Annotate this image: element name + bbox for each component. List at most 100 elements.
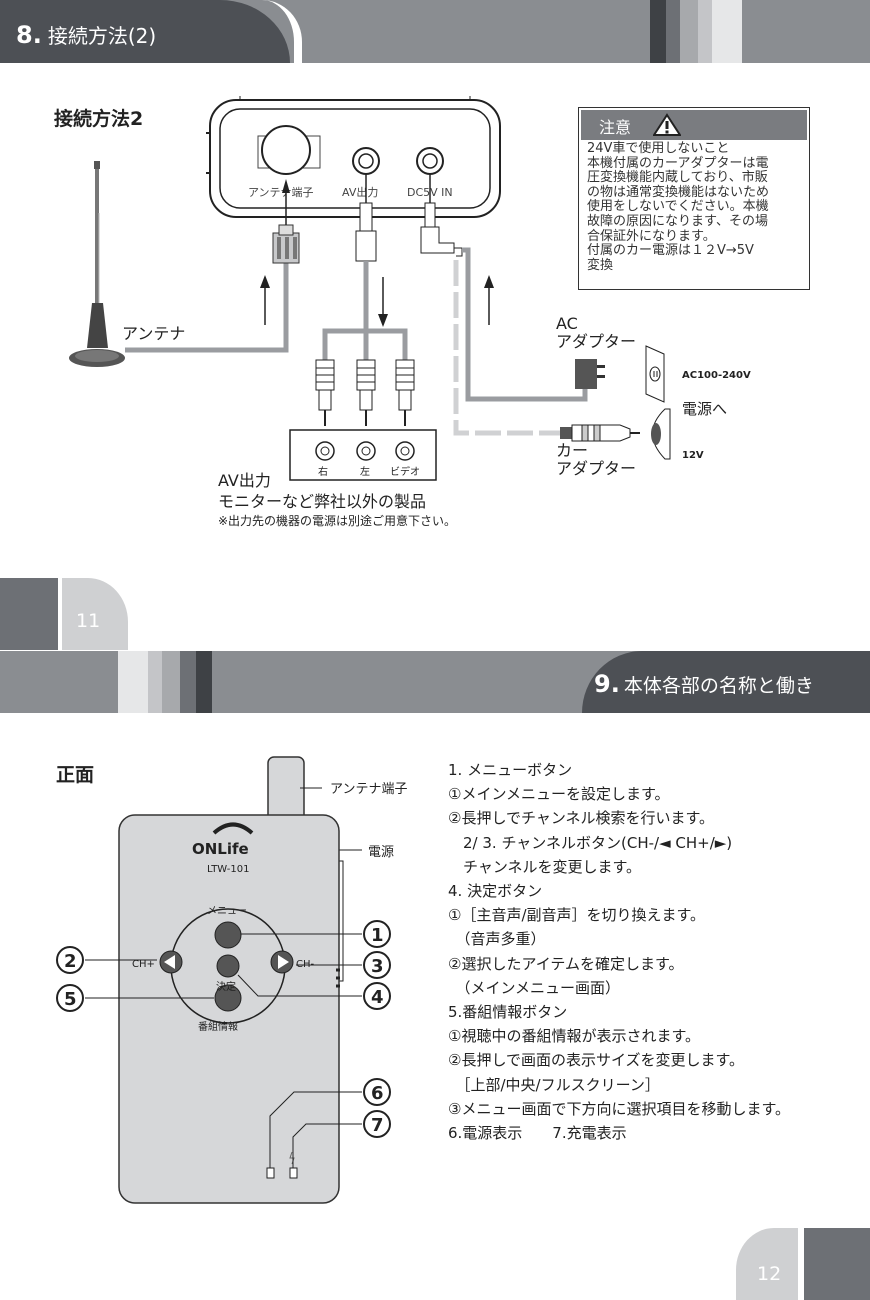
svg-text:7: 7 bbox=[371, 1115, 384, 1136]
svg-text:2: 2 bbox=[64, 951, 77, 972]
ch-minus-button[interactable] bbox=[270, 950, 294, 974]
ac-adapter-label-2: アダプター bbox=[556, 332, 636, 351]
header-stripe bbox=[162, 651, 180, 713]
monitor-note: ※出力先の機器の電源は別途ご用意下さい。 bbox=[218, 513, 456, 528]
menu-button[interactable] bbox=[214, 921, 242, 949]
charge-led bbox=[289, 1167, 298, 1179]
list-item: 4. 決定ボタン bbox=[448, 882, 543, 901]
callout-5: 5 bbox=[56, 984, 84, 1012]
callout-4: 4 bbox=[363, 982, 391, 1010]
car-adapter-icon bbox=[560, 424, 640, 442]
warning-icon bbox=[653, 113, 681, 136]
callout-7: 7 bbox=[363, 1110, 391, 1138]
car-voltage: 12V bbox=[682, 450, 704, 461]
list-item: ②長押しで画面の表示サイズを変更します。 bbox=[448, 1051, 745, 1070]
list-item: チャンネルを変更します。 bbox=[448, 857, 642, 876]
antenna-icon bbox=[69, 161, 125, 367]
ch-plus-button[interactable] bbox=[159, 950, 183, 974]
enter-button[interactable] bbox=[216, 954, 240, 978]
list-item: ③メニュー画面で下方向に選択項目を移動します。 bbox=[448, 1099, 790, 1118]
monitor-label: モニターなど弊社以外の製品 bbox=[218, 492, 426, 511]
page-number-right: 12 bbox=[757, 1263, 782, 1285]
car-socket-icon bbox=[651, 408, 671, 460]
section9-number: 9. bbox=[594, 670, 620, 698]
device-front-diagram: アンテナ端子 電源 ONLife LTW-101 メニュー 決定 番組情報 CH… bbox=[56, 756, 407, 1204]
list-item: 1. メニューボタン bbox=[448, 761, 573, 779]
section8-header-curve bbox=[262, 0, 302, 63]
header-stripe bbox=[148, 651, 162, 713]
ch-plus-label: CH+ bbox=[132, 959, 155, 970]
rca-label-right: 右 bbox=[318, 465, 328, 478]
power-label: 電源 bbox=[368, 845, 394, 860]
page-number-left: 11 bbox=[76, 610, 101, 632]
header-stripe bbox=[698, 0, 712, 63]
onlife-logo: ONLife bbox=[192, 822, 254, 858]
front-label: 正面 bbox=[56, 764, 95, 786]
list-item: 5.番組情報ボタン bbox=[448, 1003, 568, 1022]
section8-header-dark bbox=[0, 0, 290, 63]
callout-2: 2 bbox=[56, 946, 84, 974]
antenna-cable bbox=[125, 263, 289, 353]
list-item: （メインメニュー画面） bbox=[448, 978, 621, 997]
header-stripe bbox=[666, 0, 680, 63]
antenna-terminal-label: アンテナ端子 bbox=[330, 782, 407, 797]
monitor-jack-panel bbox=[289, 429, 437, 481]
header-stripe bbox=[118, 651, 148, 713]
port-label-av: AV出力 bbox=[342, 185, 378, 199]
callout-3: 3 bbox=[363, 951, 391, 979]
list-item: ①メインメニューを設定します。 bbox=[448, 785, 670, 804]
caution-title: 注意 bbox=[599, 118, 632, 137]
power-led bbox=[266, 1167, 275, 1179]
caution-box: 注意 24V車で使用しないこと 本機付属のカーアダプターは電 圧変換機能内蔵して… bbox=[578, 107, 810, 290]
port-label-antenna: アンテナ端子 bbox=[248, 186, 314, 199]
car-cable bbox=[453, 260, 560, 436]
rca-plug-right bbox=[315, 359, 335, 426]
dc-plug bbox=[420, 174, 463, 257]
header-stripe bbox=[650, 0, 666, 63]
outlet-voltage: AC100-240V bbox=[682, 370, 751, 381]
av-output-label: AV出力 bbox=[218, 471, 271, 490]
model-label: LTW-101 bbox=[207, 864, 249, 875]
list-item: 6.電源表示 7.充電表示 bbox=[448, 1124, 627, 1143]
connection-diagram: アンテナ端子 AV出力 DC5V IN アンテナ bbox=[69, 96, 751, 528]
callout-1: 1 bbox=[363, 920, 391, 948]
section8-title-text: 接続方法(2) bbox=[47, 24, 157, 48]
wall-outlet-icon bbox=[645, 345, 665, 403]
svg-text:4: 4 bbox=[371, 987, 384, 1008]
list-item: ②長押しでチャンネル検索を行います。 bbox=[448, 809, 715, 828]
list-item: ［上部/中央/フルスクリーン］ bbox=[448, 1075, 660, 1094]
rca-plug-left bbox=[356, 359, 376, 426]
av-cable bbox=[322, 174, 408, 360]
page12-tab bbox=[736, 1228, 798, 1300]
ac-adapter-icon bbox=[575, 359, 605, 389]
list-item: ①［主音声/副音声］を切り換えます。 bbox=[448, 906, 706, 925]
section8-title: 8.接続方法(2) bbox=[16, 20, 156, 49]
header-stripe bbox=[712, 0, 742, 63]
section9-header-dark bbox=[582, 651, 870, 713]
caution-text: 24V車で使用しないこと 本機付属のカーアダプターは電 圧変換機能内蔵しており、… bbox=[587, 141, 770, 273]
callout-6: 6 bbox=[363, 1078, 391, 1106]
section8-subtitle: 接続方法2 bbox=[54, 108, 144, 130]
section9-title: 9.本体各部の名称と働き bbox=[594, 670, 814, 698]
section8-number: 8. bbox=[16, 21, 42, 49]
ac-adapter-label-1: AC bbox=[556, 314, 578, 333]
list-item: ①視聴中の番組情報が表示されます。 bbox=[448, 1027, 700, 1046]
list-item: 2/ 3. チャンネルボタン(CH-/◄ CH+/►) bbox=[448, 833, 733, 852]
rca-label-video: ビデオ bbox=[390, 465, 420, 478]
list-item: ②選択したアイテムを確定します。 bbox=[448, 954, 684, 973]
rca-plug-video bbox=[395, 359, 415, 426]
car-adapter-label-1: カー bbox=[556, 441, 588, 460]
svg-text:3: 3 bbox=[371, 956, 384, 977]
page12-block bbox=[804, 1228, 870, 1300]
info-button[interactable] bbox=[214, 984, 242, 1012]
section9-title-text: 本体各部の名称と働き bbox=[623, 675, 814, 697]
header-stripe bbox=[180, 651, 196, 713]
menu-button-label: メニュー bbox=[207, 906, 247, 917]
rca-label-left: 左 bbox=[360, 465, 370, 478]
brand-logo-text: ONLife bbox=[192, 840, 249, 858]
enter-button-label: 決定 bbox=[216, 980, 236, 993]
svg-text:5: 5 bbox=[64, 989, 77, 1010]
antenna-connector bbox=[272, 224, 300, 264]
ac-cable bbox=[462, 247, 588, 402]
caution-header: 注意 bbox=[581, 110, 807, 140]
